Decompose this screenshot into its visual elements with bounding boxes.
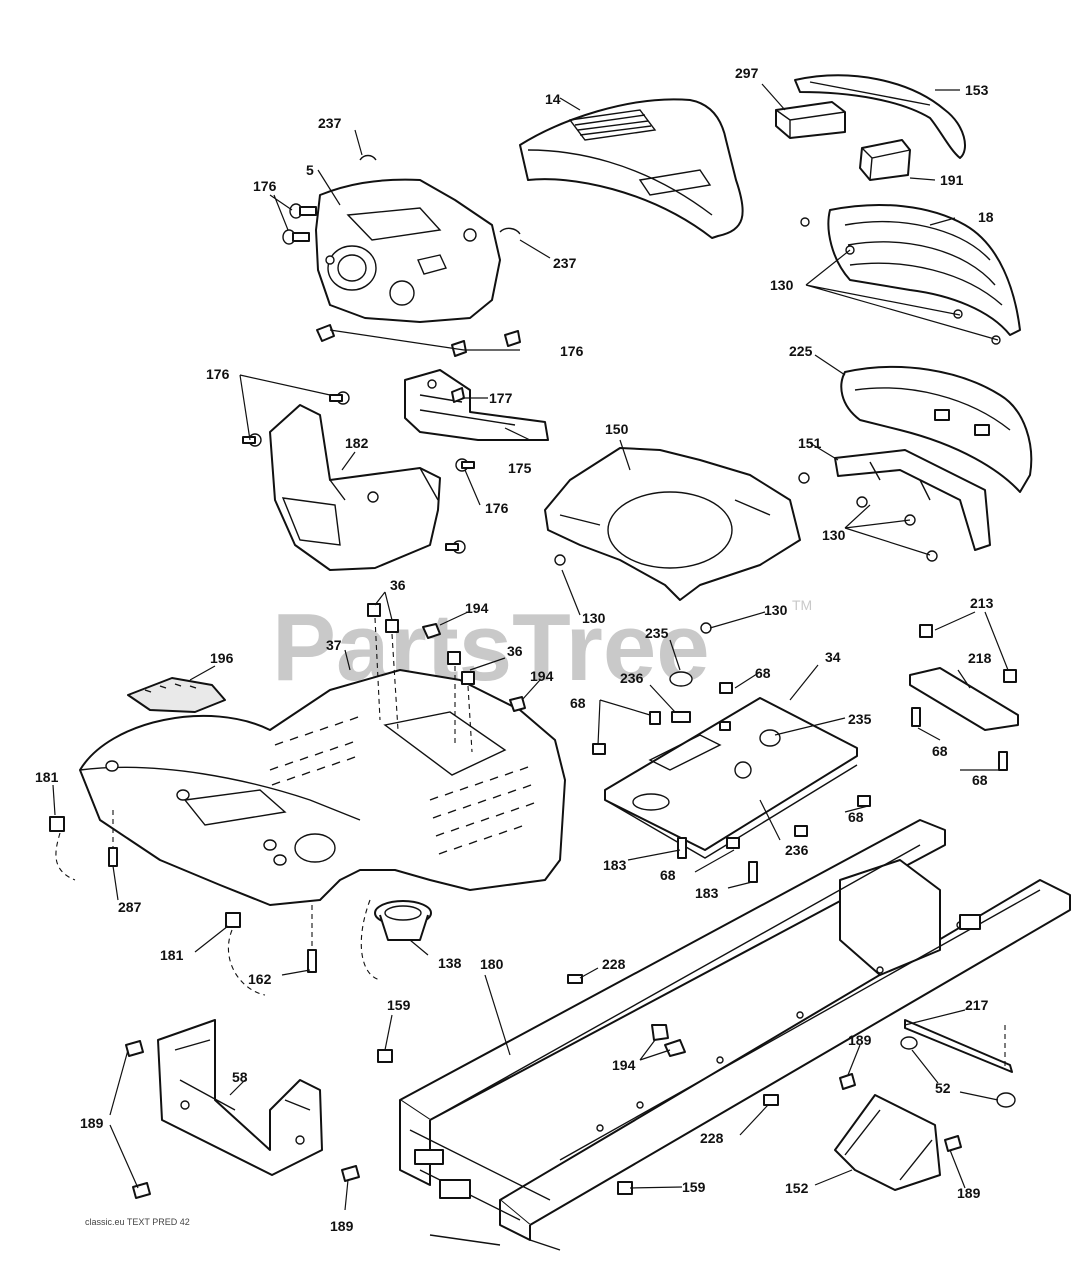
callout-label: 130 — [770, 277, 794, 293]
part-34 — [604, 697, 858, 859]
callout-label: 162 — [248, 971, 272, 987]
callout-label: 68 — [972, 772, 988, 788]
callout-label: 18 — [978, 209, 994, 225]
callout-label: 181 — [35, 769, 59, 785]
callout-label: 228 — [602, 956, 626, 972]
callout-label: 183 — [603, 857, 627, 873]
callout-label: 236 — [785, 842, 809, 858]
part-152-189 — [834, 1073, 962, 1191]
callout-label: 153 — [965, 82, 989, 98]
part-191 — [859, 139, 911, 181]
part-175-177 — [404, 369, 549, 441]
callout-label: 176 — [253, 178, 277, 194]
watermark-text: PartsTree — [272, 594, 710, 701]
callout-label: 176 — [206, 366, 230, 382]
callout-label: 36 — [390, 577, 406, 593]
callout-label: 297 — [735, 65, 759, 81]
callout-label: 151 — [798, 435, 822, 451]
callout-label: 191 — [940, 172, 964, 188]
callout-label: 130 — [822, 527, 846, 543]
part-182 — [269, 404, 441, 571]
callout-label: 14 — [545, 91, 561, 107]
callout-label: 189 — [957, 1185, 981, 1201]
part-176-fasteners — [242, 203, 521, 554]
part-180-frame — [399, 819, 1071, 1251]
watermark-tm: TM — [792, 597, 812, 613]
callout-label: 68 — [570, 695, 586, 711]
part-5-dash — [315, 178, 501, 323]
callout-label: 159 — [682, 1179, 706, 1195]
callout-label: 189 — [80, 1115, 104, 1131]
part-151 — [798, 449, 991, 562]
callout-label: 150 — [605, 421, 629, 437]
callout-label: 68 — [660, 867, 676, 883]
callout-label: 237 — [553, 255, 577, 271]
callout-label: 68 — [755, 665, 771, 681]
part-196 — [127, 677, 226, 713]
callout-label: 34 — [825, 649, 841, 665]
part-217-52 — [900, 1019, 1016, 1108]
callout-label: 176 — [560, 343, 584, 359]
callout-label: 37 — [326, 637, 342, 653]
part-37-body — [79, 669, 566, 906]
callout-label: 36 — [507, 643, 523, 659]
callout-label: 58 — [232, 1069, 248, 1085]
callout-label: 189 — [848, 1032, 872, 1048]
callout-label: 130 — [582, 610, 606, 626]
callout-label: 182 — [345, 435, 369, 451]
callout-label: 177 — [489, 390, 513, 406]
callouts: 14 297 153 237 5 176 237 191 18 130 176 … — [35, 65, 994, 1234]
callout-label: 236 — [620, 670, 644, 686]
part-153 — [794, 74, 966, 159]
vent-slots — [269, 716, 535, 855]
callout-label: 225 — [789, 343, 813, 359]
part-hood — [519, 98, 744, 239]
watermark: PartsTree TM — [272, 594, 812, 701]
callout-label: 196 — [210, 650, 234, 666]
part-36-194 — [367, 603, 526, 753]
part-138 — [360, 899, 432, 981]
callout-label: 287 — [118, 899, 142, 915]
callout-label: 130 — [764, 602, 788, 618]
callout-label: 235 — [848, 711, 872, 727]
callout-label: 194 — [530, 668, 554, 684]
callout-label: 152 — [785, 1180, 809, 1196]
part-225 — [840, 365, 1033, 493]
part-181-287-162 — [49, 810, 317, 996]
callout-label: 138 — [438, 955, 462, 971]
callout-label: 68 — [932, 743, 948, 759]
callout-label: 194 — [612, 1057, 636, 1073]
part-58 — [125, 1019, 360, 1199]
part-fasteners-seat — [592, 671, 871, 883]
part-150 — [544, 447, 801, 634]
callout-label: 68 — [848, 809, 864, 825]
callout-label: 181 — [160, 947, 184, 963]
part-297 — [775, 101, 846, 139]
callout-label: 237 — [318, 115, 342, 131]
footer-code: classic.eu TEXT PRED 42 — [85, 1217, 190, 1227]
callout-label: 194 — [465, 600, 489, 616]
callout-label: 217 — [965, 997, 989, 1013]
part-218 — [909, 624, 1019, 771]
callout-label: 159 — [387, 997, 411, 1013]
part-237 — [359, 154, 521, 235]
leader-lines — [52, 83, 1009, 1211]
callout-label: 180 — [480, 956, 504, 972]
part-18-grille — [800, 204, 1021, 345]
callout-label: 235 — [645, 625, 669, 641]
callout-label: 175 — [508, 460, 532, 476]
callout-label: 183 — [695, 885, 719, 901]
part-159-194-228 — [377, 974, 779, 1195]
callout-label: 228 — [700, 1130, 724, 1146]
callout-label: 213 — [970, 595, 994, 611]
callout-label: 189 — [330, 1218, 354, 1234]
callout-label: 176 — [485, 500, 509, 516]
callout-label: 5 — [306, 162, 314, 178]
callout-label: 52 — [935, 1080, 951, 1096]
callout-label: 218 — [968, 650, 992, 666]
